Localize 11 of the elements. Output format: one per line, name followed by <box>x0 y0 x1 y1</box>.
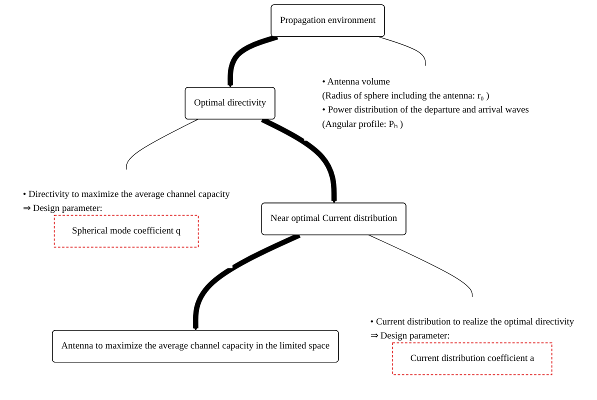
node-text: • Directivity to maximize the average channel capacity ⇒ Design parameter: <box>22 189 230 214</box>
node-text: • Antenna volume (Radius of sphere including the antenna: r₀ ) • Power distribution of the departure and arrival waves (Angular profile: Pₕ ) <box>322 76 529 130</box>
node-box: Spherical mode coefficient q <box>54 214 199 248</box>
connector <box>368 234 473 298</box>
arrow <box>192 232 301 331</box>
arrow <box>228 34 278 88</box>
connector <box>378 36 426 66</box>
connector <box>126 118 199 170</box>
node-text: • Current distribution to realize the optimal directivity ⇒ Design parameter: <box>370 316 574 342</box>
arrow <box>261 117 337 204</box>
node-box: Current distribution coefficient a <box>392 342 552 376</box>
